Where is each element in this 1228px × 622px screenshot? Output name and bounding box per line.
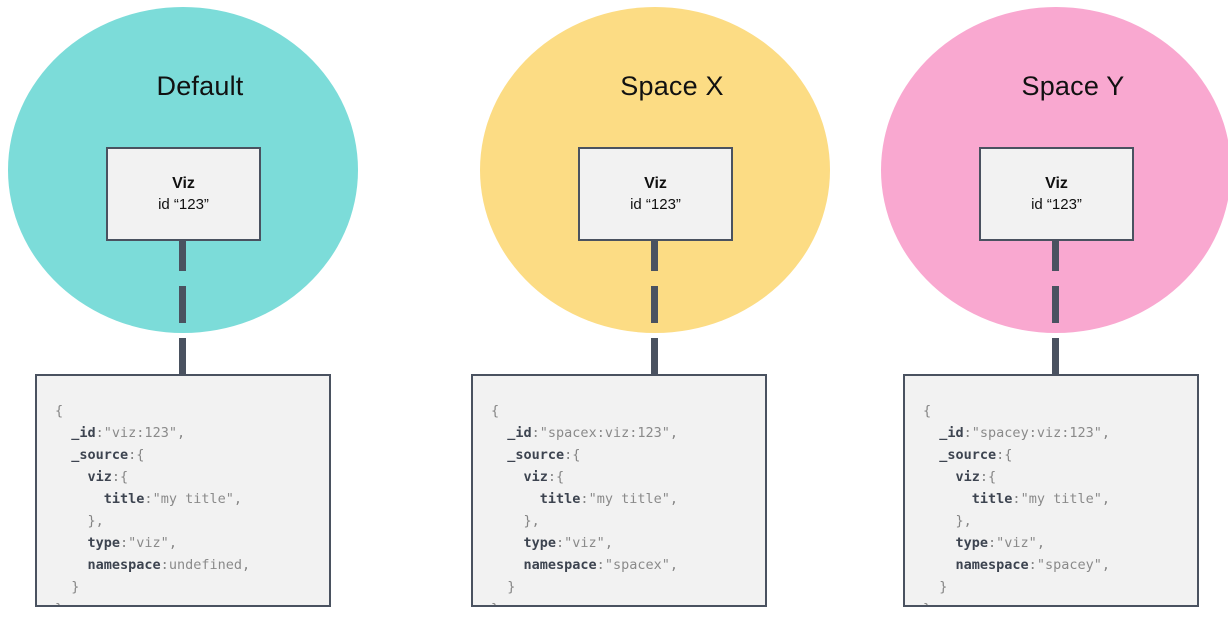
connector-dash	[1052, 286, 1059, 323]
viz-node-label: Viz	[1045, 174, 1068, 192]
code-box-spacex: { _id:"spacex:viz:123", _source:{ viz:{ …	[471, 374, 767, 607]
code-content-spacex: { _id:"spacex:viz:123", _source:{ viz:{ …	[491, 403, 678, 605]
space-title-spacey: Space Y	[1021, 71, 1125, 101]
viz-node-id: id “123”	[1031, 195, 1082, 213]
viz-node-spacex: Viz id “123”	[578, 147, 733, 241]
column-spacey: Space Y Viz id “123” { _id:"spacey:viz:1…	[868, 0, 1228, 622]
connector-dash	[651, 239, 658, 271]
connector-spacey	[1052, 239, 1059, 379]
connector-dash	[651, 338, 658, 375]
column-default: Default Viz id “123” { _id:"viz:123", _s…	[0, 0, 400, 622]
code-content-spacey: { _id:"spacey:viz:123", _source:{ viz:{ …	[923, 403, 1110, 605]
viz-node-id: id “123”	[630, 195, 681, 213]
column-spacex: Space X Viz id “123” { _id:"spacex:viz:1…	[436, 0, 836, 622]
connector-dash	[179, 239, 186, 271]
code-box-spacey: { _id:"spacey:viz:123", _source:{ viz:{ …	[903, 374, 1199, 607]
code-box-default: { _id:"viz:123", _source:{ viz:{ title:"…	[35, 374, 331, 607]
viz-node-label: Viz	[644, 174, 667, 192]
viz-node-default: Viz id “123”	[106, 147, 261, 241]
code-content-default: { _id:"viz:123", _source:{ viz:{ title:"…	[55, 403, 251, 605]
connector-dash	[1052, 338, 1059, 375]
space-title-spacex: Space X	[620, 71, 724, 101]
space-title-default: Default	[156, 71, 244, 101]
connector-default	[179, 239, 186, 379]
connector-dash	[651, 286, 658, 323]
viz-node-label: Viz	[172, 174, 195, 192]
connector-spacex	[651, 239, 658, 379]
connector-dash	[1052, 239, 1059, 271]
connector-dash	[179, 286, 186, 323]
connector-dash	[179, 338, 186, 375]
viz-node-spacey: Viz id “123”	[979, 147, 1134, 241]
viz-node-id: id “123”	[158, 195, 209, 213]
